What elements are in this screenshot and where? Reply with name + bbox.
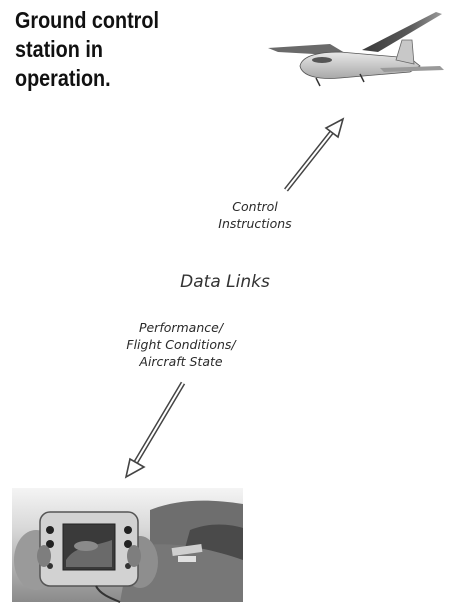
downlink-arrow	[124, 381, 186, 479]
uplink-arrow	[284, 117, 345, 192]
page-title: Ground control station in operation.	[15, 7, 159, 91]
aircraft-tail	[395, 39, 415, 65]
aircraft-stabilizer	[380, 66, 444, 72]
aircraft-far-wing	[362, 12, 442, 52]
aircraft-window	[312, 57, 332, 63]
aircraft-skid	[315, 77, 321, 87]
uplink-label: Control Instructions	[218, 199, 292, 231]
downlink-label: Performance/ Flight Conditions/ Aircraft…	[126, 320, 236, 369]
ground-station-image	[12, 488, 243, 603]
aircraft-image	[268, 12, 444, 87]
data-links-label: Data Links	[180, 272, 270, 292]
